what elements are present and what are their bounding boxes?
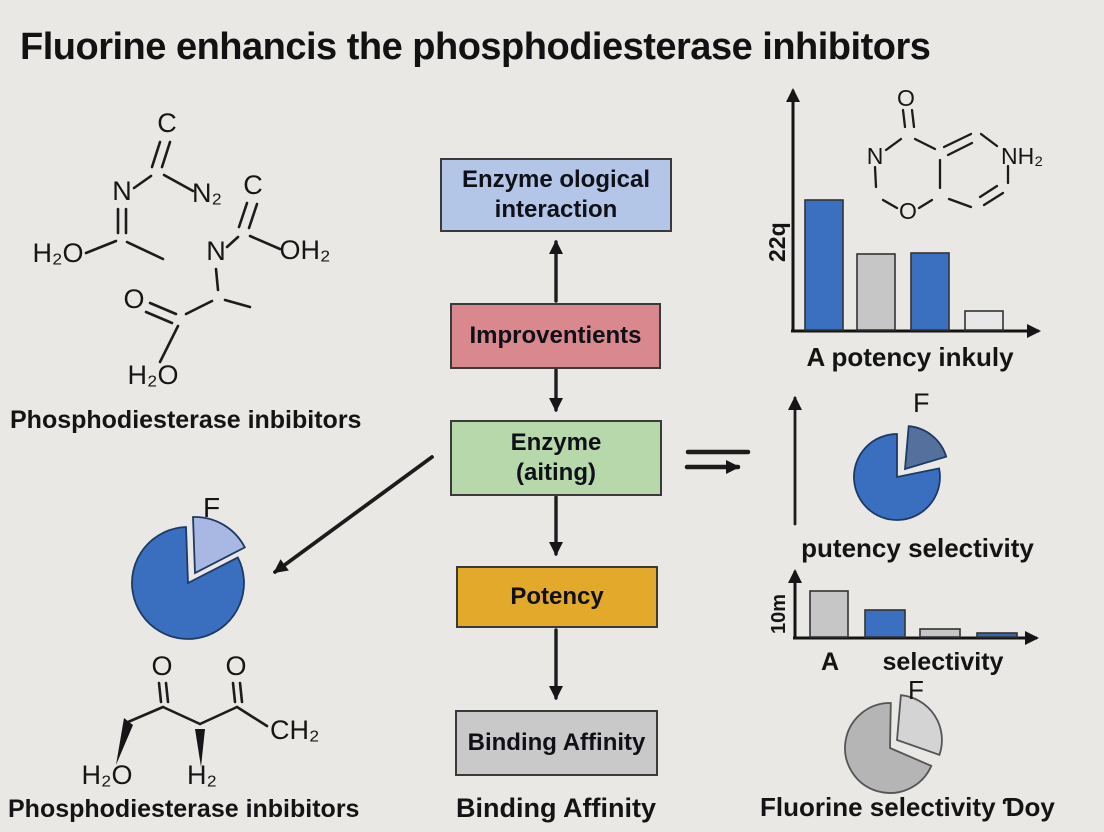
flowchart-box-label: Potency [510, 583, 604, 610]
figure-title: Fluorine enhancis the phosphodiesterase … [20, 26, 931, 68]
flowchart-box-improventients: Improventients [450, 303, 661, 369]
molecule-structure-bottom-left: O O H₂O H₂ CH₂ [82, 651, 320, 790]
flowchart-box-enzyme-aiting: Enzyme (aiting) [450, 420, 662, 496]
x-tick-label-selectivity: selectivity [882, 648, 1004, 676]
pie-slice-label-f: F [908, 675, 924, 705]
atom-label: NH₂ [1001, 143, 1043, 169]
potency-bar-chart [786, 88, 1041, 338]
caption-phosphodiesterase-bottom: Phosphodiesterase inbibitors [8, 795, 360, 823]
bar [910, 252, 950, 331]
fluorine-pie-chart-gray [844, 694, 943, 794]
flowchart-box-potency: Potency [456, 566, 658, 628]
caption-putency-selectivity: putency selectivity [801, 533, 1034, 563]
pie-exploded-slice [192, 516, 247, 575]
pie-main-slice [853, 433, 941, 521]
bar [804, 199, 844, 331]
y-axis-label-10m: 10m [768, 593, 790, 634]
bar [964, 310, 1004, 331]
atom-label: H₂O [33, 238, 84, 268]
pie-exploded-slice [903, 425, 948, 471]
bar [976, 632, 1018, 638]
flowchart-box-enzyme-interaction: Enzyme ological interaction [440, 158, 672, 232]
atom-label: OH₂ [280, 235, 331, 265]
caption-binding-affinity: Binding Affinity [456, 793, 656, 823]
molecule-structure-top-left: C N N₂ C H₂O OH₂ N O H₂O [33, 108, 331, 390]
atom-label: O [151, 651, 172, 681]
pie-slice-label-f: F [203, 492, 221, 523]
caption-potency-inkuly: A potency inkuly [806, 342, 1014, 372]
atom-label: O [123, 284, 144, 314]
y-axis-label-22q: 22q [764, 222, 790, 262]
bar [864, 609, 906, 638]
bar [856, 253, 896, 331]
x-tick-label-a: A [820, 648, 840, 676]
wedge-bonds [116, 718, 205, 767]
flowchart-box-label: Enzyme (aiting) [510, 429, 602, 486]
atom-label: O [225, 651, 246, 681]
pie-main-slice [844, 702, 933, 794]
caption-phosphodiesterase-top: Phosphodiesterase inbibitors [10, 406, 362, 434]
flowchart-box-label: Enzyme ological interaction [461, 166, 651, 223]
atom-label: C [157, 108, 177, 138]
atom-label: H₂O [128, 360, 179, 390]
arrow-enzyme-to-pie [273, 455, 434, 574]
selectivity-pie-chart [853, 425, 948, 521]
caption-fluorine-selectivity: Fluorine selectivity Ɗoy [760, 792, 1055, 822]
atom-label: N [206, 236, 226, 266]
flowchart-box-label: Improventients [469, 322, 642, 349]
pie-main-slice [131, 526, 245, 640]
atom-label: N₂ [192, 178, 222, 208]
fluorine-pie-chart-left [131, 516, 247, 640]
pie-exploded-slice [896, 694, 943, 757]
molecule-bonds [126, 681, 269, 728]
atom-label: H₂O [82, 760, 133, 790]
flowchart-box-binding-affinity: Binding Affinity [455, 710, 658, 776]
molecule-bonds [84, 140, 282, 364]
atom-label: C [243, 170, 263, 200]
molecule-structure-top-right: O N NH₂ O [867, 85, 1043, 224]
atom-label: CH₂ [270, 715, 319, 745]
atom-label: N [112, 176, 132, 206]
atom-label: H₂ [187, 760, 217, 790]
flowchart-box-label: Binding Affinity [467, 729, 646, 756]
bar [809, 590, 849, 638]
pie-slice-label-f: F [913, 388, 930, 418]
atom-label: N [867, 143, 884, 169]
atom-label: O [899, 198, 917, 224]
selectivity-bar-chart [788, 569, 1039, 645]
bar [919, 628, 961, 638]
atom-label: O [897, 85, 915, 111]
molecule-bonds [873, 108, 1010, 210]
